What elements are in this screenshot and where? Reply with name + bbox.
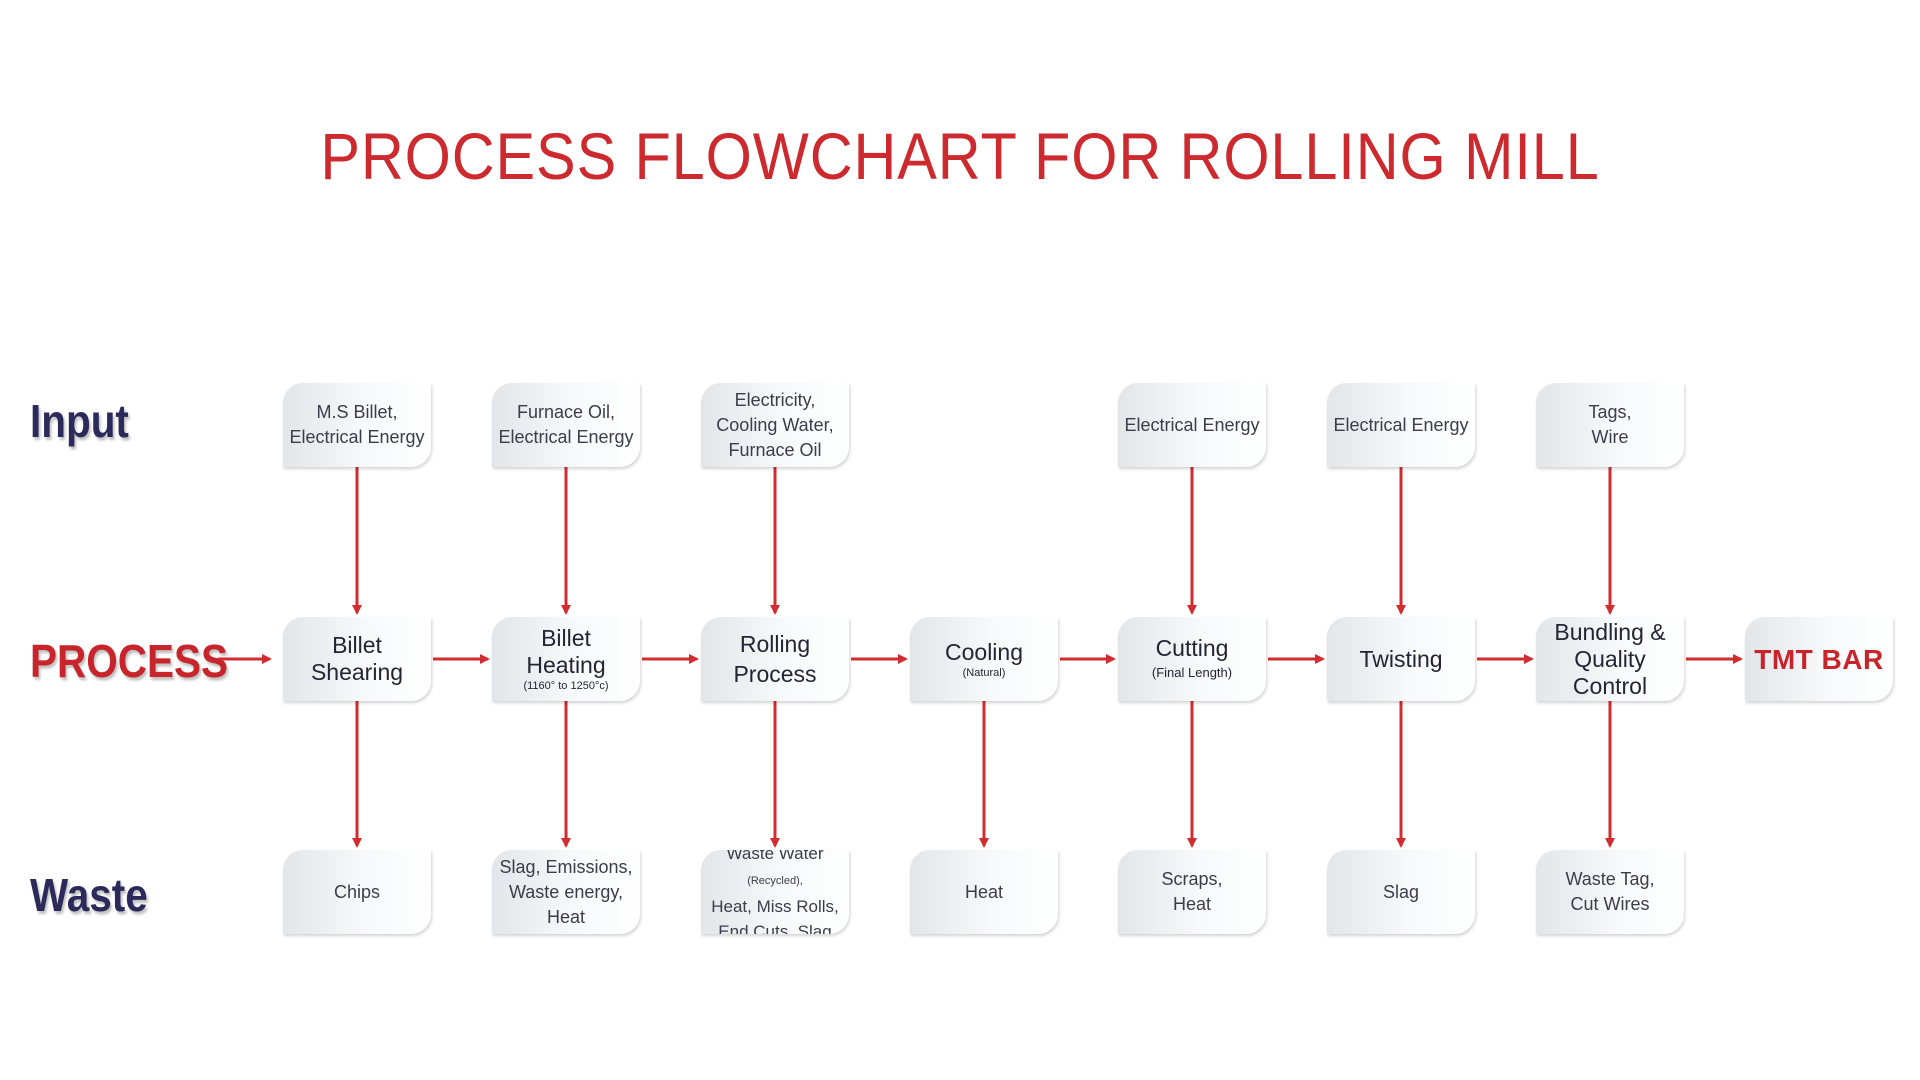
process-label: Billet Shearing (310, 632, 404, 685)
waste-text: Slag, Emissions, Waste energy, Heat (499, 856, 633, 927)
waste-box-cutting: Scraps, Heat (1118, 850, 1266, 934)
row-label-input: Input (30, 395, 129, 447)
process-box-billet-shearing: Billet Shearing (283, 617, 431, 701)
waste-text: Chips (333, 881, 381, 902)
row-label-waste: Waste (30, 869, 148, 921)
waste-box-cooling: Heat (910, 850, 1058, 934)
input-box-rolling-process: Electricity, Cooling Water, Furnace Oil (701, 383, 849, 467)
input-box-billet-shearing: M.S Billet, Electrical Energy (283, 383, 431, 467)
input-text: Furnace Oil, Electrical Energy (498, 402, 634, 447)
input-box-cutting: Electrical Energy (1118, 383, 1266, 467)
waste-box-bundling: Waste Tag, Cut Wires (1536, 850, 1684, 934)
waste-recycled-note: (Recycled), (747, 874, 803, 887)
input-box-billet-heating: Furnace Oil, Electrical Energy (492, 383, 640, 467)
process-box-cutting: Cutting (Final Length) (1118, 617, 1266, 701)
waste-text: Waste Tag, Cut Wires (1565, 869, 1655, 914)
waste-text-first-line: Waste Water (Recycled), (701, 850, 849, 894)
waste-prefix: Waste Water (726, 850, 824, 863)
waste-box-billet-shearing: Chips (283, 850, 431, 934)
process-label: Billet Heating (526, 625, 606, 678)
page-title: PROCESS FLOWCHART FOR ROLLING MILL (320, 119, 1600, 193)
output-label: TMT BAR (1754, 643, 1884, 675)
process-box-rolling-process: Rolling Process (701, 617, 849, 701)
input-text: Electrical Energy (1124, 414, 1260, 435)
waste-box-billet-heating: Slag, Emissions, Waste energy, Heat (492, 850, 640, 934)
process-box-bundling: Bundling & Quality Control (1536, 617, 1684, 701)
input-text: Electrical Energy (1333, 414, 1469, 435)
process-box-twisting: Twisting (1327, 617, 1475, 701)
waste-box-twisting: Slag (1327, 850, 1475, 934)
process-label: Cooling (945, 638, 1023, 665)
input-text: Tags, Wire (1588, 402, 1632, 447)
input-text: Electricity, Cooling Water, Furnace Oil (716, 389, 834, 460)
process-label: Cutting (1155, 634, 1229, 661)
row-label-process: PROCESS (30, 635, 228, 687)
process-label: Bundling & Quality Control (1554, 618, 1666, 699)
input-text: M.S Billet, Electrical Energy (289, 402, 425, 447)
input-box-bundling: Tags, Wire (1536, 383, 1684, 467)
process-label: Twisting (1359, 645, 1443, 672)
process-sublabel: (Natural) (962, 666, 1006, 679)
waste-text: Scraps, Heat (1161, 869, 1223, 914)
input-box-twisting: Electrical Energy (1327, 383, 1475, 467)
waste-text: Heat, Miss Rolls, End Cuts, Slag (711, 896, 839, 935)
process-sublabel: (1160° to 1250°c) (523, 680, 609, 692)
process-label: Rolling Process (733, 631, 817, 687)
waste-box-rolling-process: Waste Water (Recycled), Heat, Miss Rolls… (701, 850, 849, 934)
waste-text: Slag (1382, 881, 1420, 902)
waste-text: Heat (964, 881, 1004, 902)
process-box-cooling: Cooling (Natural) (910, 617, 1058, 701)
process-box-billet-heating: Billet Heating (1160° to 1250°c) (492, 617, 640, 701)
output-box-tmt-bar: TMT BAR (1745, 617, 1893, 701)
process-sublabel: (Final Length) (1151, 664, 1233, 680)
